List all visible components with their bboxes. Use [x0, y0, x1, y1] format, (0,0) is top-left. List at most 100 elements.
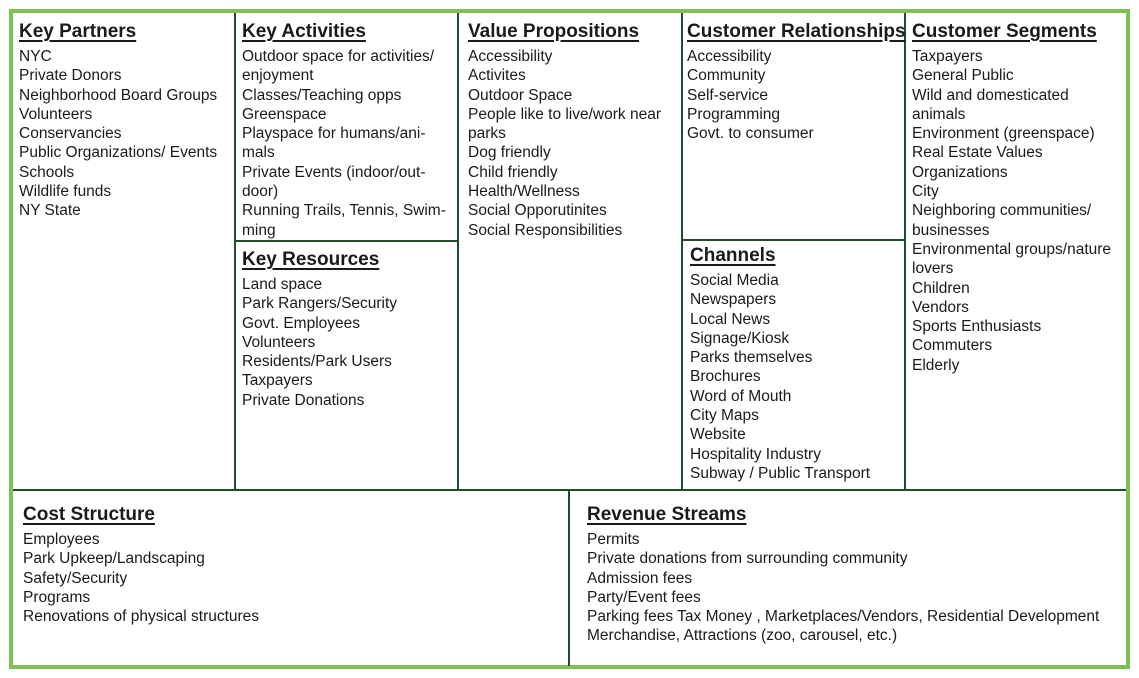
list-item: Community: [687, 67, 766, 85]
list-item: Child friendly: [468, 163, 558, 181]
list-item: Park Upkeep/Landscaping: [23, 550, 205, 568]
key-partners-list: NYC Private Donors Neighborhood Board Gr…: [19, 47, 231, 221]
list-item: Party/Event fees: [587, 588, 701, 606]
list-item: Vendors: [912, 298, 969, 316]
list-item: Neighborhood Board Groups: [19, 86, 218, 104]
list-item: Merchandise, Attractions (zoo, carousel,…: [587, 627, 898, 645]
list-item: Govt. Employees: [242, 314, 361, 332]
revenue-streams-title: Revenue Streams: [587, 504, 747, 525]
list-item: Health/Wellness: [468, 183, 580, 201]
divider-relationships-channels: [681, 239, 905, 241]
list-item: Brochures: [690, 368, 761, 386]
list-item: Wild and domesticated: [912, 86, 1069, 104]
list-item: businesses: [912, 221, 990, 239]
list-item: Subway / Public Transport: [690, 464, 871, 482]
list-item: Outdoor Space: [468, 86, 573, 104]
customer-segments-list: Taxpayers General Public Wild and domest…: [912, 47, 1122, 375]
list-item: Private Donors: [19, 67, 122, 85]
cost-structure-title: Cost Structure: [23, 504, 155, 525]
key-partners-title: Key Partners: [19, 21, 137, 42]
divider-partners-activities: [234, 13, 236, 490]
channels-block: Channels Social Media Newspapers Local N…: [690, 245, 902, 485]
list-item: Govt. to consumer: [687, 125, 814, 143]
cost-structure-block: Cost Structure Employees Park Upkeep/Lan…: [23, 504, 563, 662]
list-item: Private Events (indoor/out-: [242, 163, 426, 181]
list-item: Website: [690, 426, 746, 444]
list-item: Parks themselves: [690, 349, 813, 367]
channels-list: Social Media Newspapers Local News Signa…: [690, 271, 902, 483]
list-item: Private donations from surrounding commu…: [587, 550, 908, 568]
list-item: Programming: [687, 105, 781, 123]
list-item: Land space: [242, 276, 323, 293]
list-item: NY State: [19, 202, 81, 220]
key-activities-list: Outdoor space for activities/ enjoyment …: [242, 47, 454, 240]
list-item: Employees: [23, 531, 100, 548]
key-activities-title: Key Activities: [242, 21, 366, 42]
list-item: Accessibility: [687, 48, 772, 65]
list-item: ming: [242, 221, 276, 239]
list-item: Environment (greenspace): [912, 125, 1095, 143]
list-item: Residents/Park Users: [242, 353, 392, 371]
list-item: Hospitality Industry: [690, 445, 821, 463]
list-item: Running Trails, Tennis, Swim-: [242, 202, 446, 220]
list-item: Local News: [690, 310, 771, 328]
list-item: Permits: [587, 531, 640, 548]
list-item: Dog friendly: [468, 144, 551, 162]
divider-top-bottom: [13, 489, 1126, 491]
business-model-canvas: Key Partners NYC Private Donors Neighbor…: [9, 9, 1130, 669]
list-item: parks: [468, 125, 506, 143]
list-item: Activites: [468, 67, 526, 85]
value-propositions-block: Value Propositions Accessibility Activit…: [468, 21, 678, 481]
revenue-streams-list: Permits Private donations from surroundi…: [587, 530, 1122, 646]
list-item: mals: [242, 144, 275, 162]
list-item: City Maps: [690, 407, 759, 425]
list-item: Accessibility: [468, 48, 553, 65]
list-item: Parking fees Tax Money , Marketplaces/Ve…: [587, 608, 1100, 626]
list-item: Taxpayers: [912, 48, 983, 65]
list-item: Environmental groups/nature: [912, 240, 1112, 258]
divider-relationships-segments: [904, 13, 906, 490]
list-item: Public Organizations/ Events: [19, 144, 218, 162]
list-item: Conservancies: [19, 125, 122, 143]
list-item: Taxpayers: [242, 372, 313, 390]
list-item: Children: [912, 279, 970, 297]
list-item: Schools: [19, 163, 75, 181]
customer-segments-title: Customer Segments: [912, 21, 1097, 42]
key-activities-block: Key Activities Outdoor space for activit…: [242, 21, 454, 240]
list-item: Social Media: [690, 272, 779, 289]
list-item: door): [242, 183, 279, 201]
list-item: Volunteers: [19, 105, 93, 123]
list-item: Private Donations: [242, 391, 365, 409]
customer-relationships-block: Customer Relationships Accessibility Com…: [687, 21, 906, 236]
list-item: Social Opporutinites: [468, 202, 607, 220]
list-item: animals: [912, 105, 966, 123]
list-item: People like to live/work near: [468, 105, 661, 123]
list-item: Neighboring communities/: [912, 202, 1092, 220]
list-item: Admission fees: [587, 569, 693, 587]
list-item: Signage/Kiosk: [690, 329, 790, 347]
customer-relationships-title: Customer Relationships: [687, 21, 906, 42]
list-item: Real Estate Values: [912, 144, 1043, 162]
divider-activities-value: [457, 13, 459, 490]
list-item: City: [912, 183, 939, 201]
customer-relationships-list: Accessibility Community Self-service Pro…: [687, 47, 902, 143]
list-item: NYC: [19, 48, 52, 65]
key-resources-list: Land space Park Rangers/Security Govt. E…: [242, 275, 454, 410]
list-item: enjoyment: [242, 67, 314, 85]
list-item: Wildlife funds: [19, 183, 112, 201]
list-item: Programs: [23, 588, 91, 606]
key-resources-title: Key Resources: [242, 249, 380, 270]
list-item: Renovations of physical structures: [23, 608, 260, 626]
list-item: Volunteers: [242, 333, 316, 351]
list-item: General Public: [912, 67, 1014, 85]
list-item: Classes/Teaching opps: [242, 86, 402, 104]
revenue-streams-block: Revenue Streams Permits Private donation…: [587, 504, 1122, 662]
list-item: Newspapers: [690, 291, 777, 309]
list-item: Self-service: [687, 86, 768, 104]
divider-value-relationships: [681, 13, 683, 490]
list-item: Sports Enthusiasts: [912, 318, 1042, 336]
list-item: Organizations: [912, 163, 1008, 181]
value-propositions-list: Accessibility Activites Outdoor Space Pe…: [468, 47, 678, 240]
divider-cost-revenue: [568, 490, 570, 666]
list-item: Park Rangers/Security: [242, 295, 398, 313]
